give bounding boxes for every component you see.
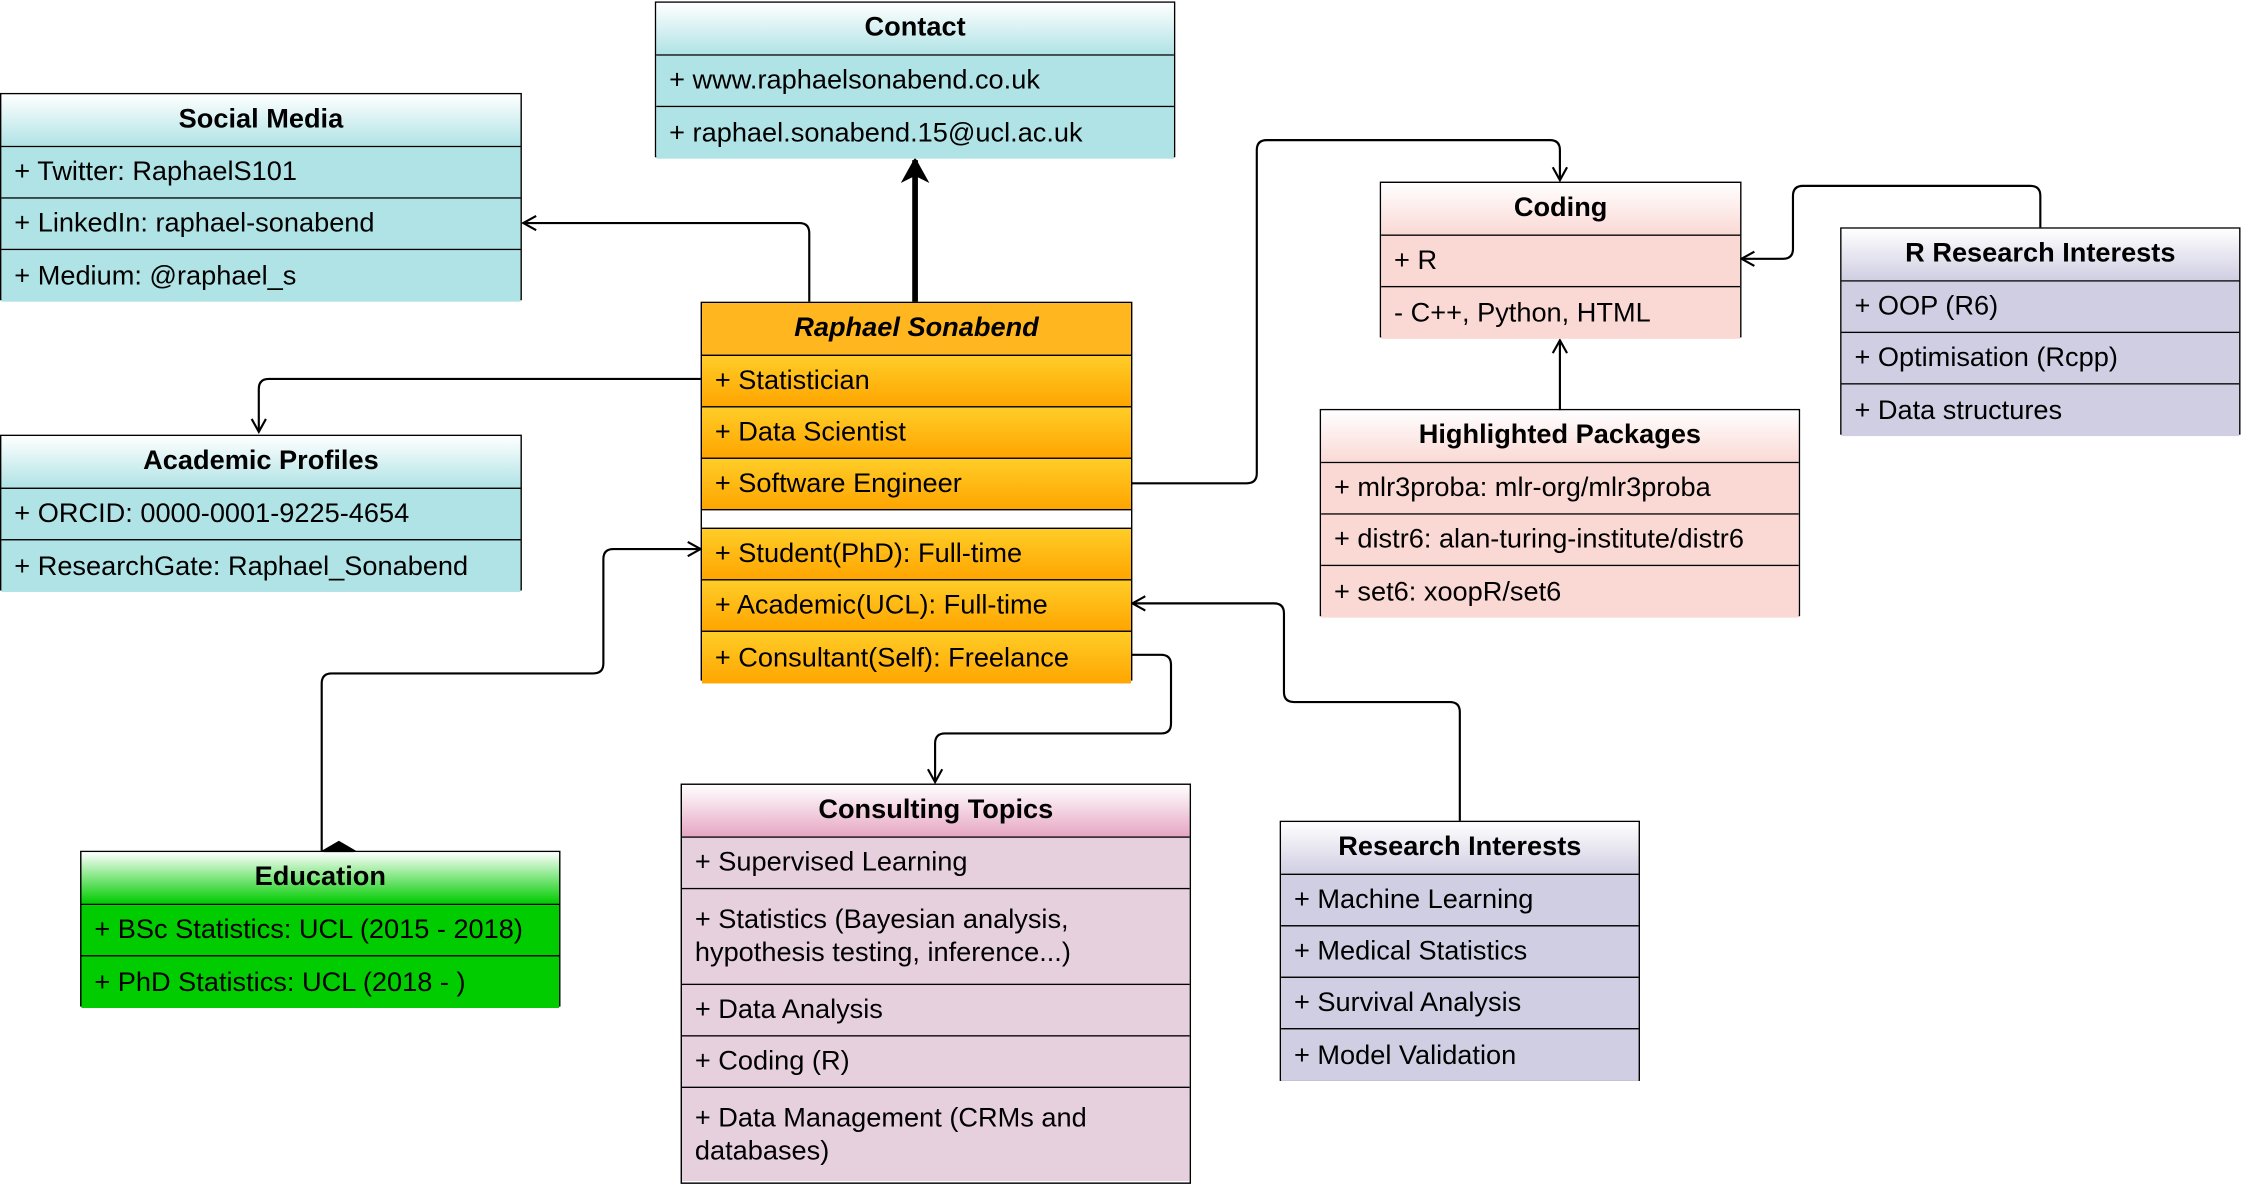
contact-title: Contact [656,2,1174,56]
academic-profiles-class-box: Academic Profiles + ORCID: 0000-0001-922… [0,434,522,592]
contact-email[interactable]: + raphael.sonabend.15@ucl.ac.uk [656,107,1174,159]
coding-r: + R [1381,235,1741,288]
package-mlr3proba[interactable]: + mlr3proba: mlr-org/mlr3proba [1321,463,1799,515]
r-interest-data-structures: + Data structures [1841,384,2240,437]
highlighted-packages-title: Highlighted Packages [1321,410,1799,464]
social-linkedin[interactable]: + LinkedIn: raphael-sonabend [1,198,521,251]
research-interests-class-box: Research Interests + Machine Learning + … [1279,820,1640,1081]
r-research-interests-title: R Research Interests [1841,228,2240,282]
research-interests-title: Research Interests [1281,822,1639,876]
edge-education-main [320,540,703,861]
edge-main-social [521,214,811,302]
social-twitter[interactable]: + Twitter: RaphaelS101 [1,147,521,199]
social-media-class-box: Social Media + Twitter: RaphaelS101 + Li… [0,92,522,302]
main-class-divider [702,510,1131,530]
research-survival-analysis: + Survival Analysis [1281,977,1639,1030]
academic-orcid[interactable]: + ORCID: 0000-0001-9225-4654 [1,488,521,541]
main-operation-consultant: + Consultant(Self): Freelance [702,631,1131,684]
main-operation-academic: + Academic(UCL): Full-time [702,580,1131,632]
social-media-title: Social Media [1,94,521,148]
research-model-validation: + Model Validation [1281,1029,1639,1081]
r-interest-oop: + OOP (R6) [1841,281,2240,334]
consulting-supervised-learning: + Supervised Learning [682,837,1190,890]
main-attribute-software-engineer: + Software Engineer [702,458,1131,511]
edge-main-academic [250,377,701,435]
consulting-coding: + Coding (R) [682,1036,1190,1089]
main-operation-student: + Student(PhD): Full-time [702,529,1131,581]
r-interest-optimisation: + Optimisation (Rcpp) [1841,333,2240,385]
consulting-data-management: + Data Management (CRMs and databases) [682,1088,1190,1182]
education-phd: + PhD Statistics: UCL (2018 - ) [81,956,560,1009]
coding-other-languages: - C++, Python, HTML [1381,287,1741,339]
main-attribute-statistician: + Statistician [702,356,1131,408]
contact-class-box: Contact + www.raphaelsonabend.co.uk + ra… [654,1,1176,159]
edge-main-consulting [927,653,1173,785]
contact-website[interactable]: + www.raphaelsonabend.co.uk [656,55,1174,108]
coding-class-box: Coding + R - C++, Python, HTML [1379,181,1742,339]
consulting-statistics: + Statistics (Bayesian analysis, hypothe… [682,889,1190,986]
academic-profiles-title: Academic Profiles [1,436,521,489]
education-bsc: + BSc Statistics: UCL (2015 - 2018) [81,905,560,957]
coding-title: Coding [1381,183,1741,236]
consulting-data-analysis: + Data Analysis [682,985,1190,1037]
edge-main-coding [1130,139,1568,485]
consulting-topics-title: Consulting Topics [682,784,1190,838]
r-research-interests-class-box: R Research Interests + OOP (R6) + Optimi… [1840,227,2241,437]
consulting-topics-class-box: Consulting Topics + Supervised Learning … [680,783,1192,1184]
research-machine-learning: + Machine Learning [1281,875,1639,927]
highlighted-packages-class-box: Highlighted Packages + mlr3proba: mlr-or… [1319,408,1801,618]
education-class-box: Education + BSc Statistics: UCL (2015 - … [80,850,561,1009]
social-medium[interactable]: + Medium: @raphael_s [1,250,521,302]
research-medical-statistics: + Medical Statistics [1281,926,1639,978]
main-class-title: Raphael Sonabend [702,303,1131,357]
education-title: Education [81,852,560,906]
raphael-sonabend-class-box: Raphael Sonabend + Statistician + Data S… [700,301,1133,684]
edge-rinterests-coding [1739,184,2042,267]
package-set6[interactable]: + set6: xoopR/set6 [1321,566,1799,618]
package-distr6[interactable]: + distr6: alan-turing-institute/distr6 [1321,514,1799,567]
edge-research-main [1130,595,1461,821]
main-attribute-data-scientist: + Data Scientist [702,407,1131,459]
academic-researchgate[interactable]: + ResearchGate: Raphael_Sonabend [1,540,521,592]
